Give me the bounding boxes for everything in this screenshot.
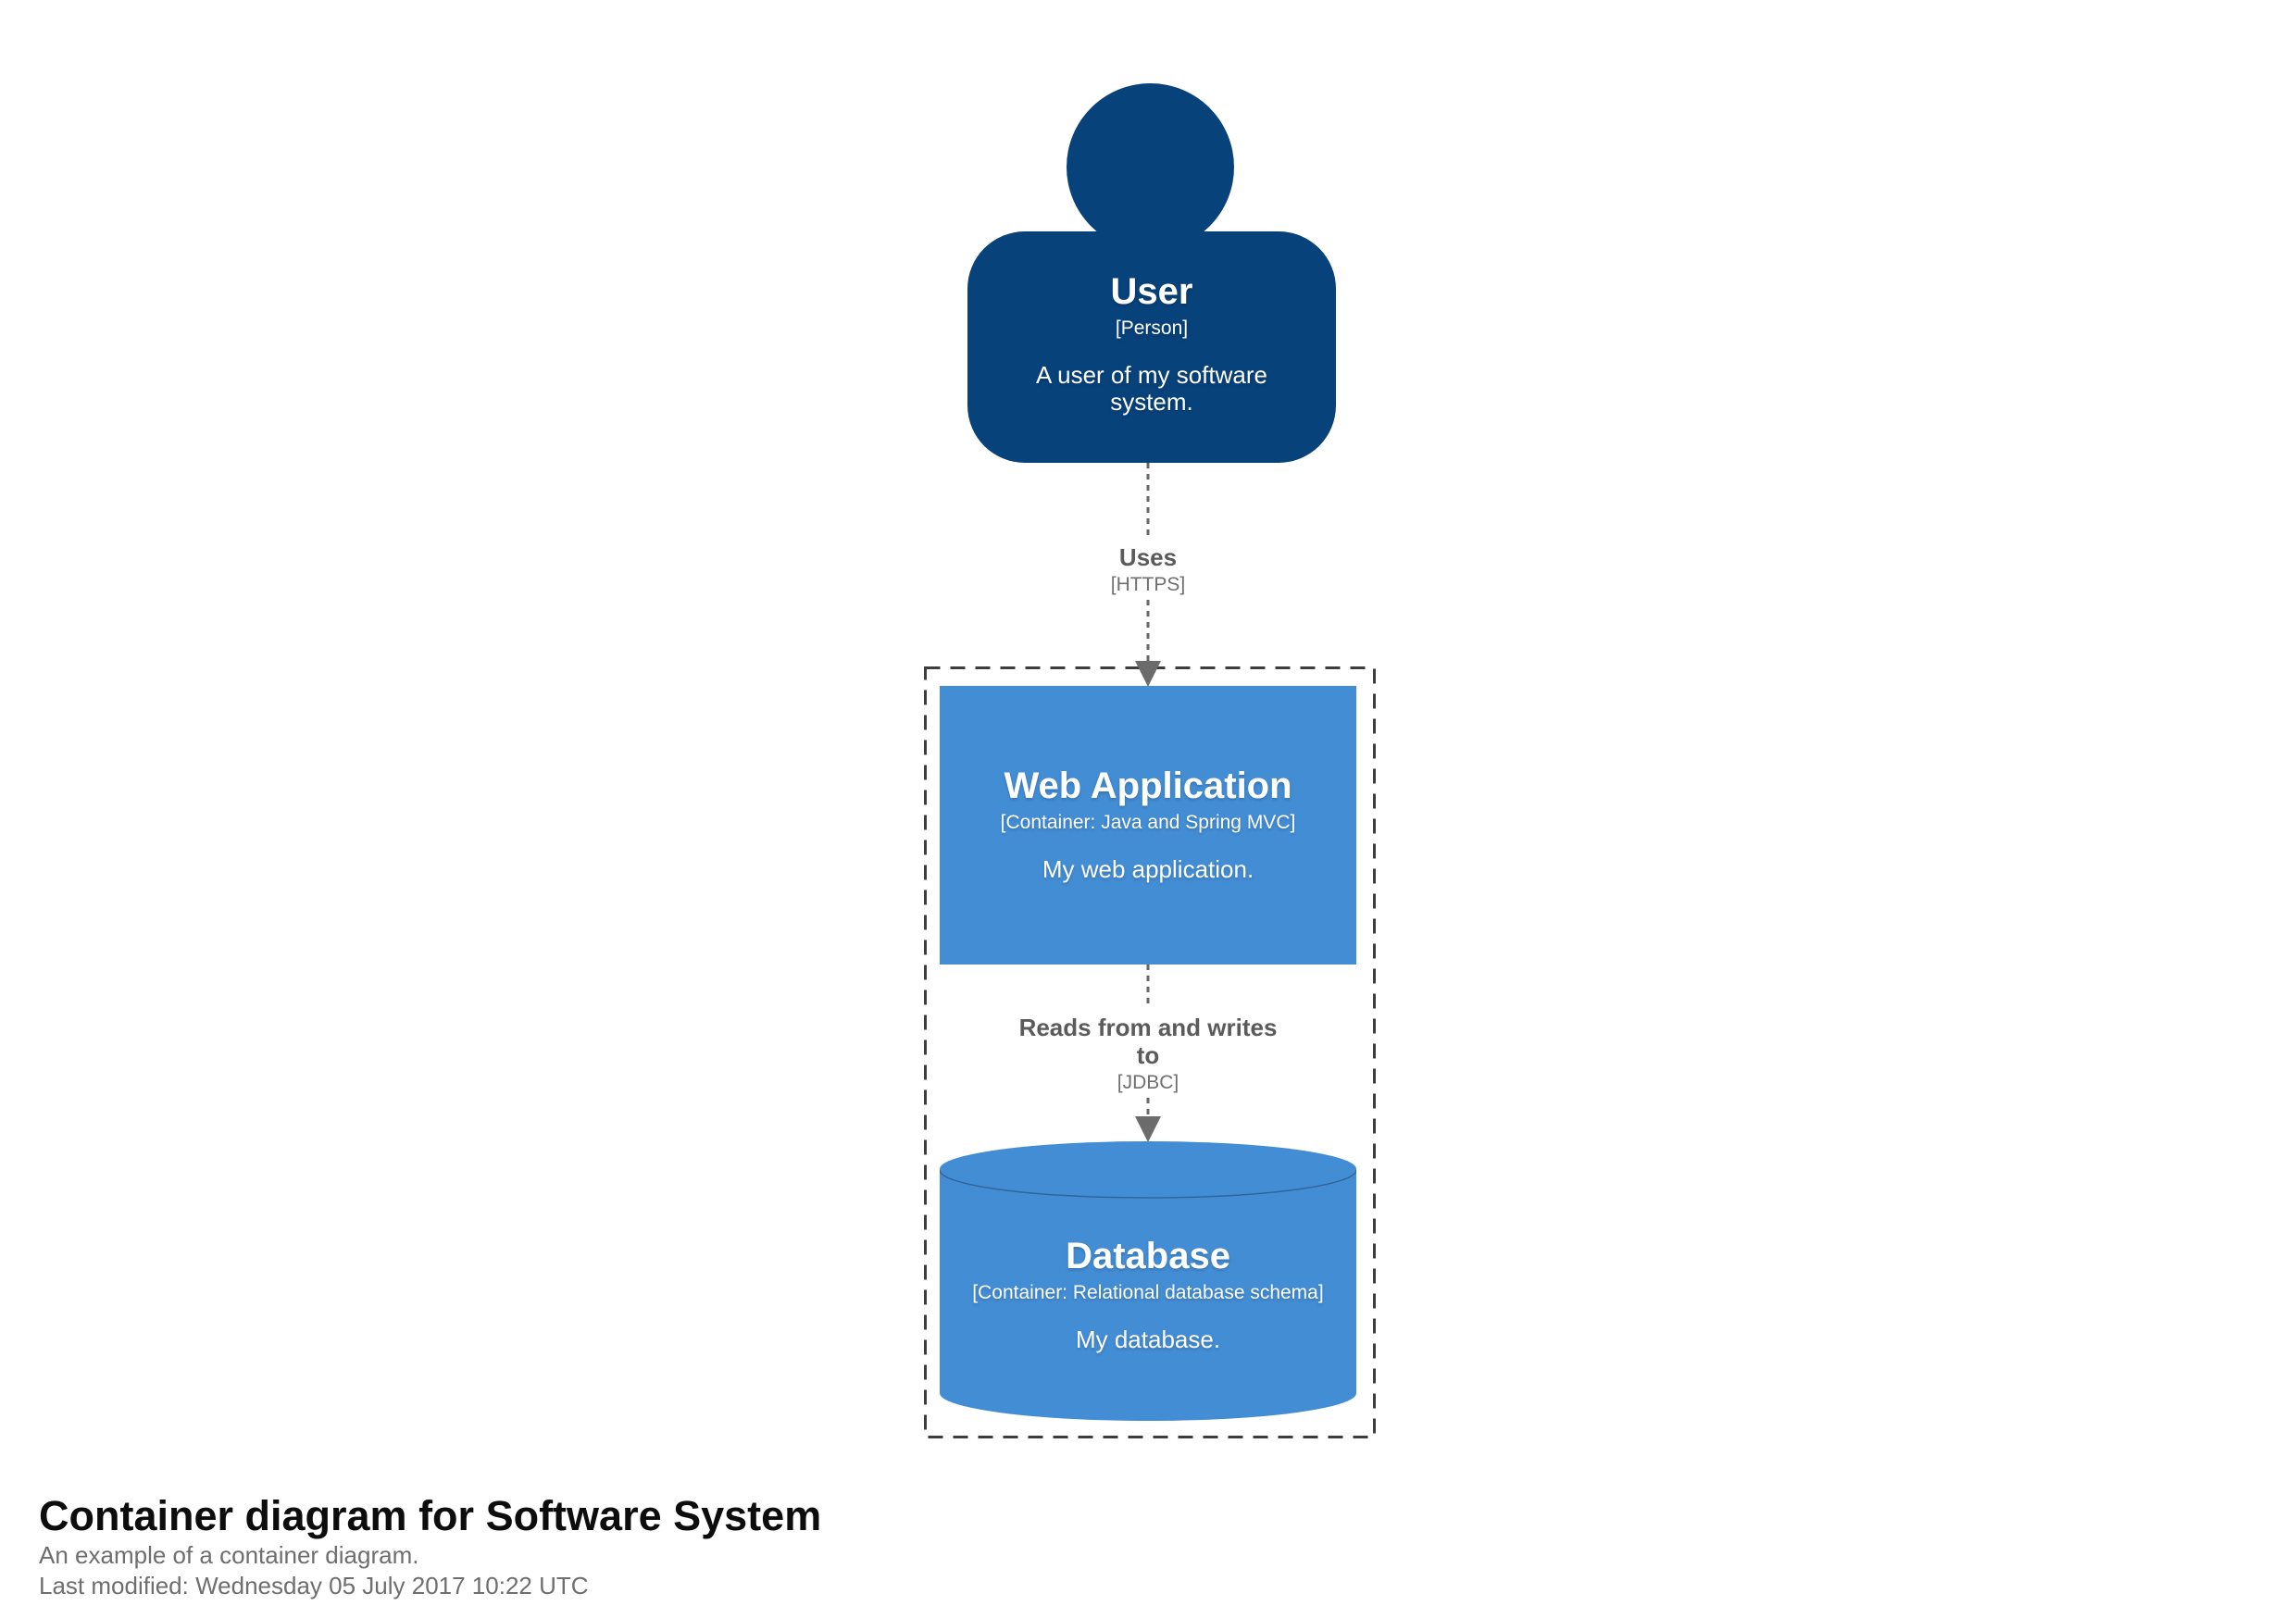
person-head-shape	[1067, 83, 1234, 251]
relationship-label: Reads from and writes to	[1018, 1014, 1278, 1069]
container-database: Database [Container: Relational database…	[940, 1141, 1356, 1421]
diagram-title-block: Container diagram for Software System An…	[39, 1492, 821, 1601]
cylinder-body	[940, 1141, 1356, 1421]
arrowhead-icon	[1135, 661, 1161, 687]
relationship-label: Uses	[1118, 543, 1178, 571]
container-description: My database.	[1075, 1326, 1221, 1353]
container-type: [Container: Relational database schema]	[972, 1282, 1324, 1303]
container-type: [Container: Java and Spring MVC]	[1000, 812, 1296, 833]
relationship-technology: [HTTPS]	[1110, 574, 1186, 595]
diagram-subtitle: An example of a container diagram.	[39, 1541, 419, 1569]
container-name: Database	[1066, 1236, 1230, 1276]
cylinder-top-seam	[940, 1169, 1356, 1199]
database-text-block: Database [Container: Relational database…	[940, 1141, 1356, 1421]
person-description: A user of my software system.	[1036, 361, 1267, 416]
person-type: [Person]	[1115, 317, 1189, 339]
arrowhead-icon	[1135, 1116, 1161, 1142]
relationship-technology: [JDBC]	[1117, 1072, 1179, 1093]
container-description: My web application.	[1042, 855, 1254, 883]
container-name: Web Application	[1004, 765, 1292, 806]
relationship-reads-writes-label-block: Reads from and writes to [JDBC]	[1000, 1014, 1296, 1095]
diagram-last-modified: Last modified: Wednesday 05 July 2017 10…	[39, 1572, 589, 1599]
person-user: User [Person] A user of my software syst…	[967, 231, 1336, 463]
database-cylinder-shape	[940, 1141, 1356, 1421]
relationship-uses-label-block: Uses [HTTPS]	[1000, 543, 1296, 597]
diagram-title: Container diagram for Software System	[39, 1492, 822, 1539]
person-name: User	[1110, 271, 1193, 312]
container-web-application: Web Application [Container: Java and Spr…	[940, 686, 1356, 965]
